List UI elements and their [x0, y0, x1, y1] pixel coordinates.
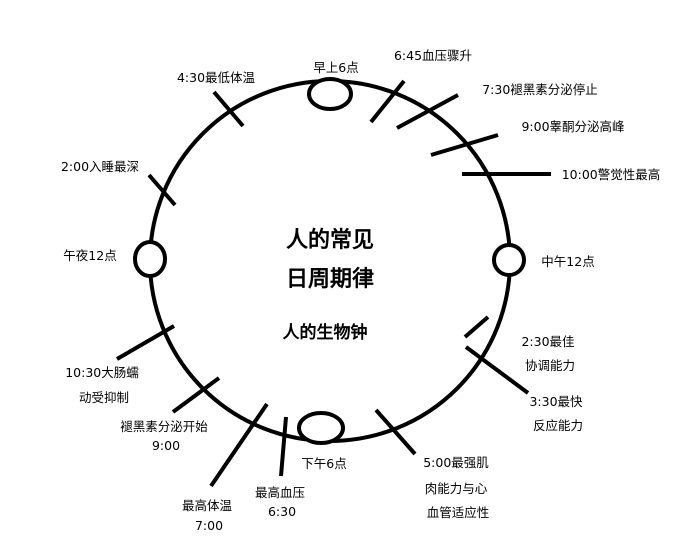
label-2100-line1: 褪黑素分泌开始: [120, 419, 208, 434]
label-1530: 3:30最快 反应能力: [529, 394, 586, 433]
label-2100-line2: 9:00: [152, 438, 180, 453]
tick-lines: [115, 79, 551, 488]
tick-1830: [279, 416, 288, 477]
label-noon-12: 中午12点: [541, 254, 594, 269]
label-2230-line2: 动受抑制: [79, 390, 129, 405]
marker-oval-left: [133, 240, 167, 278]
label-2100: 褪黑素分泌开始 9:00: [120, 419, 212, 453]
center-subtitle: 人的生物钟: [283, 322, 368, 343]
tick-2100: [171, 376, 221, 414]
label-1430: 2:30最佳 协调能力: [521, 334, 578, 373]
center-title-line1: 人的常见: [286, 227, 374, 253]
tick-1900: [209, 402, 269, 488]
label-1830: 最高血压 6:30: [255, 485, 309, 519]
label-1530-line2: 反应能力: [533, 418, 583, 433]
label-0200: 2:00入睡最深: [61, 159, 139, 174]
label-1700-line2: 肉能力与心: [425, 481, 488, 496]
tick-0430: [212, 90, 245, 128]
tick-0900: [430, 133, 499, 157]
tick-2230: [115, 324, 176, 361]
label-midnight-12: 午夜12点: [63, 248, 116, 263]
label-1000: 10:00警觉性最高: [562, 167, 661, 182]
label-2230: 10:30大肠蠕 动受抑制: [65, 365, 143, 405]
tick-0645: [369, 79, 406, 124]
label-1700-line3: 血管适应性: [427, 505, 490, 520]
center-title-line2: 日周期律: [286, 266, 374, 292]
label-1700: 5:00最强肌 肉能力与心 血管适应性: [423, 455, 493, 520]
tick-1530: [464, 345, 530, 395]
label-1830-line1: 最高血压: [255, 485, 305, 500]
tick-0730: [396, 93, 459, 130]
marker-oval-bottom: [297, 411, 345, 445]
label-1530-line1: 3:30最快: [529, 394, 583, 409]
marker-oval-right: [492, 243, 526, 277]
label-1830-line2: 6:30: [268, 504, 296, 519]
label-0645: 6:45血压骤升: [394, 48, 472, 63]
label-0900: 9:00睾酮分泌高峰: [521, 119, 625, 134]
label-1430-line2: 协调能力: [525, 358, 575, 373]
label-1900-line2: 7:00: [195, 518, 223, 533]
tick-1700: [374, 408, 417, 456]
label-0730: 7:30褪黑素分泌停止: [482, 82, 598, 97]
label-1430-line1: 2:30最佳: [521, 334, 574, 349]
label-2230-line1: 10:30大肠蠕: [65, 365, 139, 380]
label-1900-line1: 最高体温: [182, 498, 233, 513]
label-evening-6: 下午6点: [301, 456, 346, 471]
label-1900: 最高体温 7:00: [182, 498, 236, 533]
tick-0200: [147, 173, 177, 207]
label-1700-line1: 5:00最强肌: [423, 455, 489, 470]
label-0430: 4:30最低体温: [177, 70, 256, 85]
tick-1430: [463, 315, 490, 339]
marker-oval-top: [307, 77, 353, 111]
label-morning-6: 早上6点: [313, 60, 358, 75]
